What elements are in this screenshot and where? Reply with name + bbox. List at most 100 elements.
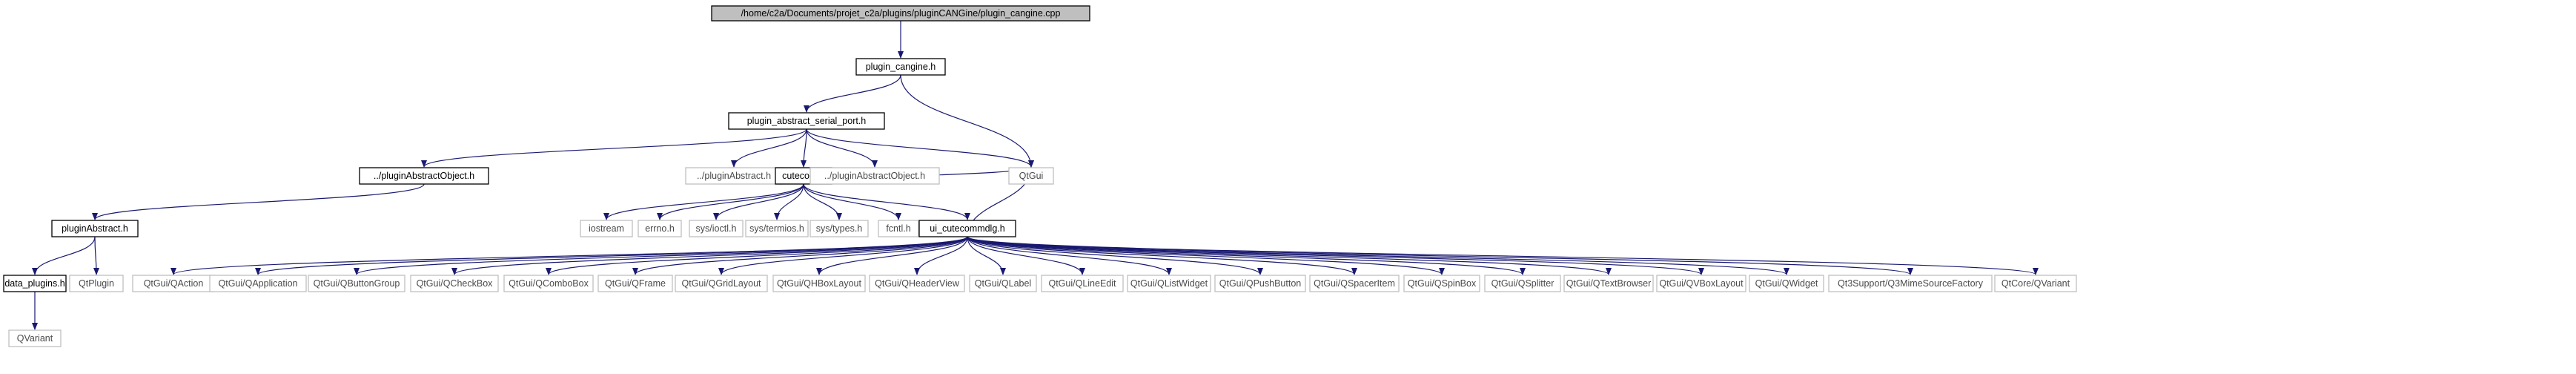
edge-ui_cutecommdlg-to-QCheckBox bbox=[451, 236, 968, 275]
node-label: /home/c2a/Documents/projet_c2a/plugins/p… bbox=[741, 8, 1061, 19]
node-box bbox=[772, 275, 866, 292]
node-box bbox=[638, 220, 682, 237]
node-box bbox=[1214, 275, 1306, 292]
edge-ui_cutecommdlg-to-QSpacerItem bbox=[967, 236, 1357, 275]
edge-ui_cutecommdlg-to-QApplication bbox=[255, 236, 968, 275]
edge-ui_cutecommdlg-to-QFrame bbox=[632, 236, 968, 275]
node-box bbox=[410, 275, 499, 292]
node-box bbox=[1828, 275, 1993, 292]
edge-ui_cutecommdlg-to-QButtonGroup bbox=[354, 236, 968, 275]
node-qtplugin: QtPlugin bbox=[69, 275, 124, 292]
node-label: QtGui/QFrame bbox=[605, 278, 666, 289]
node-root[interactable]: /home/c2a/Documents/projet_c2a/plugins/p… bbox=[711, 5, 1090, 22]
node-box bbox=[8, 329, 62, 347]
edge-serial_port_h-to-QtGui bbox=[806, 128, 1034, 168]
edge-ui_cutecommdlg-to-QLineEdit bbox=[967, 236, 1085, 275]
edge-plugin_cangine_h-to-serial_port_h bbox=[804, 74, 901, 113]
node-box bbox=[1656, 275, 1746, 292]
edge-ui_cutecommdlg-to-QCoreQVariant bbox=[967, 236, 2039, 275]
edge-cutecom_h-to-ioctl bbox=[713, 183, 804, 220]
edge-serial_port_h-to-pluginAbstract_ext bbox=[731, 128, 807, 168]
node-box bbox=[675, 275, 768, 292]
node-qspaceritem: QtGui/QSpacerItem bbox=[1309, 275, 1400, 292]
node-box bbox=[855, 58, 946, 76]
node-box bbox=[1041, 275, 1124, 292]
edge-plugin_cangine_h-to-QtGui bbox=[900, 74, 1034, 168]
node-label: QtGui/QGridLayout bbox=[682, 278, 762, 289]
node-iostream: iostream bbox=[580, 220, 633, 237]
node-qsplitter: QtGui/QSplitter bbox=[1484, 275, 1561, 292]
node-box bbox=[597, 275, 673, 292]
node-box bbox=[69, 275, 124, 292]
node-label: QVariant bbox=[17, 333, 53, 344]
node-box bbox=[689, 220, 744, 237]
node-qapplication: QtGui/QApplication bbox=[209, 275, 307, 292]
node-qcombobox: QtGui/QComboBox bbox=[503, 275, 594, 292]
node-box bbox=[580, 220, 633, 237]
node-label: QtGui/QLineEdit bbox=[1048, 278, 1116, 289]
node-pluginabstractobject-left[interactable]: ../pluginAbstractObject.h bbox=[359, 167, 489, 185]
node-box bbox=[728, 112, 885, 130]
node-box bbox=[1309, 275, 1400, 292]
node-label: QtGui/QCheckBox bbox=[417, 278, 494, 289]
edge-pluginAbstractObject_left-to-pluginAbstract_h bbox=[92, 183, 425, 220]
edge-serial_port_h-to-pluginAbstractObject_ext bbox=[806, 128, 878, 168]
node-label: QtGui/QSplitter bbox=[1491, 278, 1554, 289]
edge-cutecom_h-to-ui_cutecommdlg bbox=[803, 183, 970, 220]
node-label: QtGui/QHeaderView bbox=[875, 278, 960, 289]
node-box bbox=[878, 220, 919, 237]
edge-ui_cutecommdlg-to-QGridLayout bbox=[718, 236, 968, 275]
edge-pluginAbstract_h-to-QtPlugin bbox=[93, 236, 99, 275]
node-pluginabstract-ext: ../pluginAbstract.h bbox=[685, 167, 783, 185]
node-label: ../pluginAbstractObject.h bbox=[374, 171, 474, 181]
edge-ui_cutecommdlg-to-QSpinBox bbox=[967, 236, 1445, 275]
edge-ui_cutecommdlg-to-QSplitter bbox=[967, 236, 1526, 275]
node-box bbox=[308, 275, 405, 292]
node-types: sys/types.h bbox=[809, 220, 869, 237]
node-qframe: QtGui/QFrame bbox=[597, 275, 673, 292]
node-qbuttongroup: QtGui/QButtonGroup bbox=[308, 275, 405, 292]
edge-serial_port_h-to-cutecom_h bbox=[801, 128, 807, 168]
node-q3mimesourcefactory: Qt3Support/Q3MimeSourceFactory bbox=[1828, 275, 1993, 292]
node-label: QtCore/QVariant bbox=[2001, 278, 2070, 289]
node-label: Qt3Support/Q3MimeSourceFactory bbox=[1838, 278, 1984, 289]
node-ioctl: sys/ioctl.h bbox=[689, 220, 744, 237]
node-qtgui: QtGui bbox=[1008, 167, 1054, 185]
edge-ui_cutecommdlg-to-QVBoxLayout bbox=[967, 236, 1704, 275]
node-qpushbutton: QtGui/QPushButton bbox=[1214, 275, 1306, 292]
node-box bbox=[1127, 275, 1211, 292]
node-box bbox=[51, 220, 139, 237]
node-box bbox=[209, 275, 307, 292]
node-label: QtGui/QLabel bbox=[975, 278, 1031, 289]
node-box bbox=[359, 167, 489, 185]
node-label: data_plugins.h bbox=[4, 278, 64, 289]
node-box bbox=[918, 220, 1016, 237]
node-qspinbox: QtGui/QSpinBox bbox=[1403, 275, 1480, 292]
node-plugin-cangine-h[interactable]: plugin_cangine.h bbox=[855, 58, 946, 76]
edge-cutecom_h-to-fcntl bbox=[803, 183, 901, 220]
node-label: QtGui/QButtonGroup bbox=[314, 278, 400, 289]
edge-ui_cutecommdlg-to-QTextBrowser bbox=[967, 236, 1612, 275]
node-label: QtGui/QListWidget bbox=[1130, 278, 1208, 289]
node-pluginabstractobject-ext: ../pluginAbstractObject.h bbox=[809, 167, 940, 185]
node-label: QtGui/QPushButton bbox=[1219, 278, 1302, 289]
node-qcoreqvariant: QtCore/QVariant bbox=[1994, 275, 2077, 292]
node-label: QtGui/QVBoxLayout bbox=[1659, 278, 1744, 289]
node-ui-cutecommdlg[interactable]: ui_cutecommdlg.h bbox=[918, 220, 1016, 237]
node-label: QtGui/QWidget bbox=[1755, 278, 1818, 289]
node-qvariant: QVariant bbox=[8, 329, 62, 347]
node-label: errno.h bbox=[645, 223, 675, 234]
node-label: ui_cutecommdlg.h bbox=[930, 223, 1004, 234]
node-pluginabstract-h[interactable]: pluginAbstract.h bbox=[51, 220, 139, 237]
node-label: QtPlugin bbox=[79, 278, 114, 289]
node-qlistwidget: QtGui/QListWidget bbox=[1127, 275, 1211, 292]
node-label: ../pluginAbstractObject.h bbox=[824, 171, 925, 181]
edge-serial_port_h-to-pluginAbstractObject_left bbox=[421, 128, 807, 168]
edge-ui_cutecommdlg-to-QWidget bbox=[967, 236, 1789, 275]
node-box bbox=[1563, 275, 1654, 292]
node-label: QtGui/QTextBrowser bbox=[1566, 278, 1652, 289]
node-data-plugins[interactable]: data_plugins.h bbox=[3, 275, 67, 292]
node-serial-port-h[interactable]: plugin_abstract_serial_port.h bbox=[728, 112, 885, 130]
node-qhboxlayout: QtGui/QHBoxLayout bbox=[772, 275, 866, 292]
edge-cutecom_h-to-termios bbox=[774, 183, 804, 220]
